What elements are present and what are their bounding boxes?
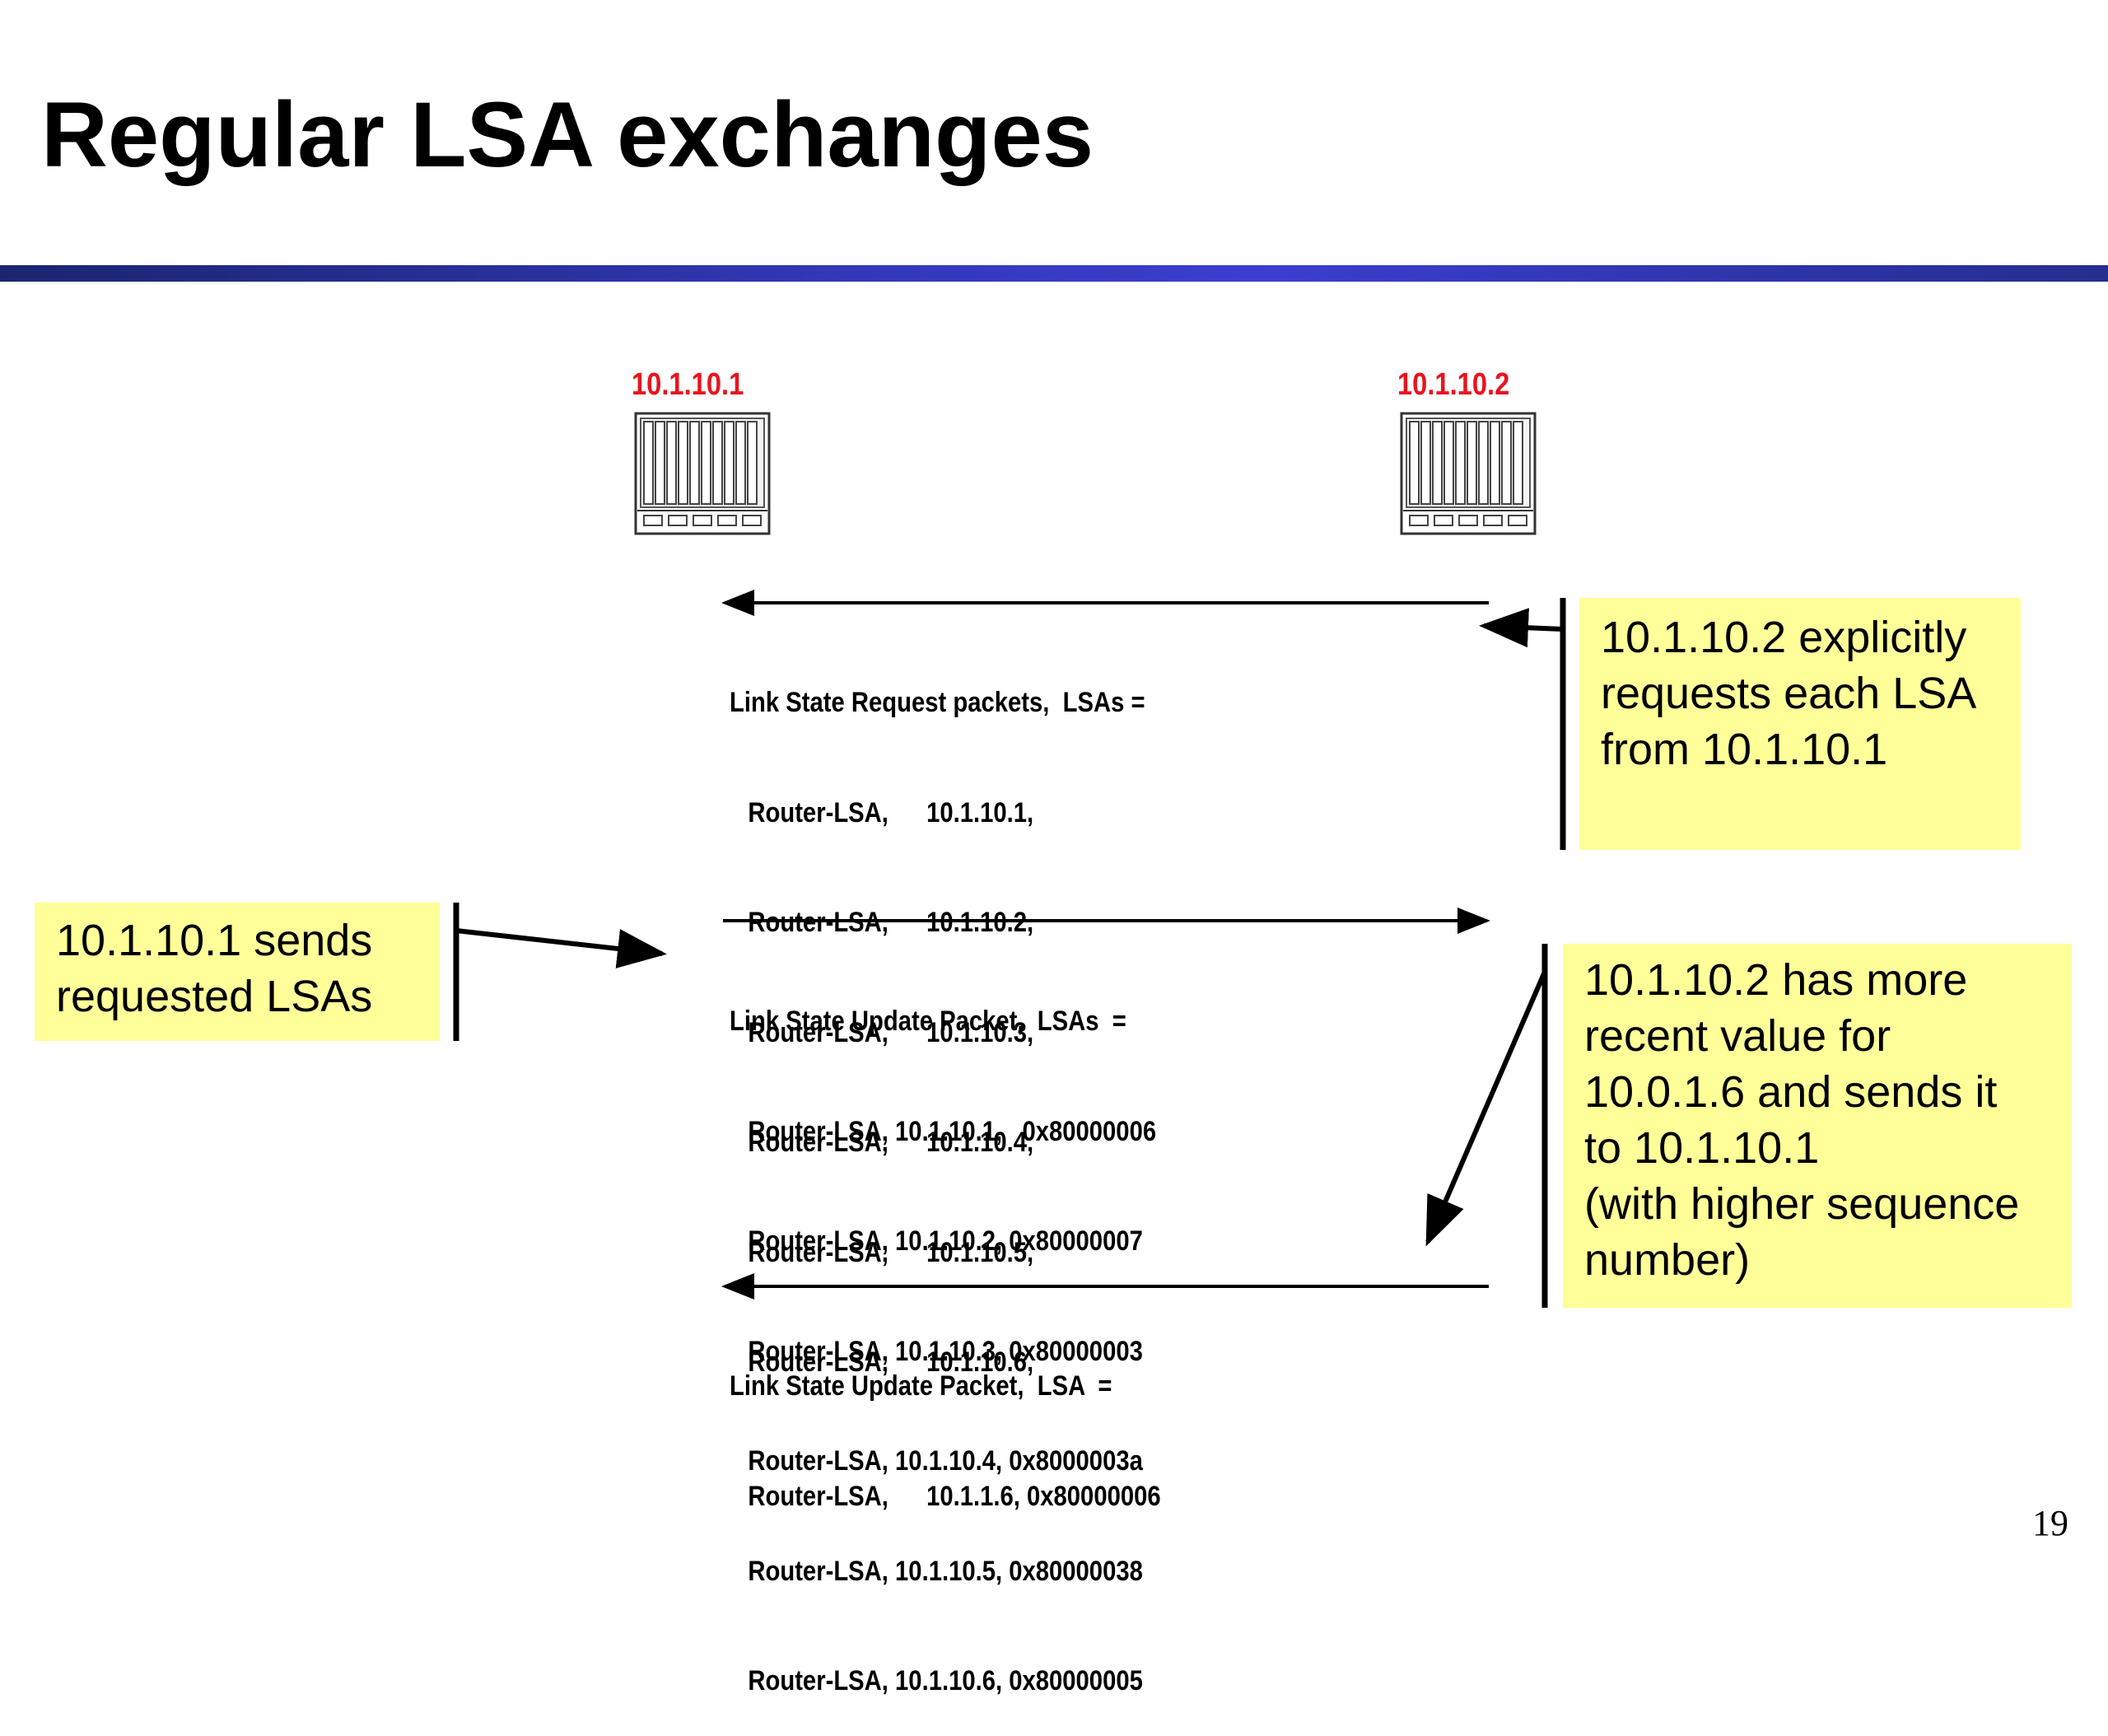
- request-note-pointer: [1479, 608, 1564, 648]
- update-packet-2-text: Link State Update Packet, LSA = Router-L…: [730, 1295, 1161, 1552]
- title-divider-bar: [0, 265, 2108, 282]
- request-row: Router-LSA,10.1.10.6,: [748, 1346, 1034, 1378]
- request-row: Router-LSA,10.1.10.5,: [748, 1236, 1034, 1268]
- request-row: Router-LSA,10.1.10.4,: [748, 1127, 1034, 1158]
- router-right-label: 10.1.10.2: [1397, 367, 1510, 402]
- router-left-label: 10.1.10.1: [632, 367, 744, 402]
- request-note: 10.1.10.2 explicitly requests each LSA f…: [1579, 598, 2021, 850]
- request-packet-header: Link State Request packets, LSAs =: [730, 687, 1145, 718]
- send-note: 10.1.10.1 sends requested LSAs: [35, 903, 440, 1041]
- router-left-icon: [634, 412, 771, 535]
- update-row: Router-LSA, 10.1.10.6, 0x80000005: [748, 1665, 1143, 1696]
- page-number: 19: [2032, 1503, 2068, 1543]
- request-row: Router-LSA,10.1.10.2,: [748, 907, 1034, 938]
- router-right-icon: [1400, 412, 1537, 535]
- recent-note-pointer: [1425, 970, 1547, 1247]
- update-row: Router-LSA, 10.1.10.3, 0x80000003: [748, 1335, 1143, 1367]
- update-row: Router-LSA, 10.1.10.5, 0x80000038: [748, 1555, 1143, 1587]
- update-packet-header: Link State Update Packet, LSAs =: [730, 1006, 1126, 1037]
- request-row: Router-LSA,10.1.10.1,: [748, 796, 1034, 828]
- update-row: Router-LSA, 10.1.10.2, 0x80000007: [748, 1225, 1143, 1257]
- update-row: Router-LSA, 10.1.10.4, 0x8000003a: [748, 1445, 1143, 1477]
- request-packet-text: Link State Request packets, LSAs = Route…: [730, 611, 1145, 1417]
- update-2-row: Router-LSA,10.1.1.6, 0x80000006: [748, 1480, 1161, 1512]
- update-packet-2-header: Link State Update Packet, LSA =: [730, 1370, 1112, 1402]
- recent-note: 10.1.10.2 has more recent value for 10.0…: [1563, 944, 2072, 1308]
- flow-arrows: [453, 590, 1566, 1308]
- update-row: Router-LSA, 10.1.10.1, 0x80000006: [748, 1115, 1157, 1147]
- slide-title: Regular LSA exchanges: [41, 83, 1094, 186]
- request-row: Router-LSA,10.1.10.3,: [748, 1016, 1034, 1048]
- send-note-pointer: [455, 928, 667, 968]
